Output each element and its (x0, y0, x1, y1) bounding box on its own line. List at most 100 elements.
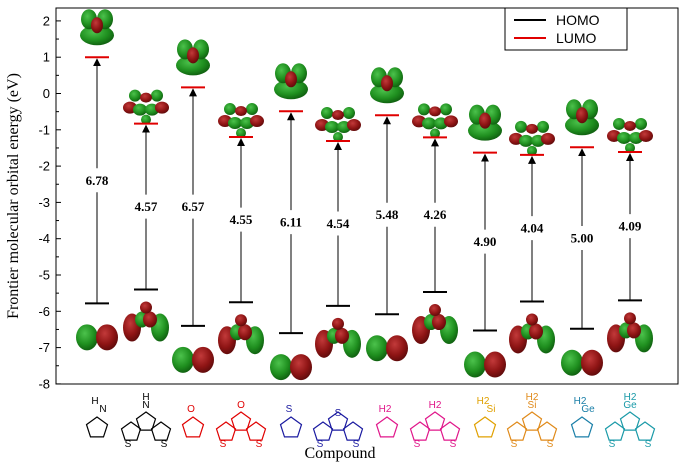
orbital-lobe (464, 351, 486, 378)
orbital-lobe (519, 134, 533, 147)
gap-label: 4.09 (619, 219, 642, 234)
legend-box (504, 7, 628, 51)
gap-label: 4.90 (474, 234, 497, 249)
y-tick-label: -2 (38, 159, 50, 174)
orbital-lobe (332, 110, 344, 121)
atom-label: N (142, 400, 149, 411)
orbital-lobe (526, 313, 538, 326)
gap-label: 4.57 (135, 199, 158, 214)
orbital-lobe (541, 132, 555, 145)
ring (120, 421, 142, 441)
orbital-lobe (151, 89, 163, 102)
orbital-lobe (325, 121, 339, 134)
ring (150, 421, 172, 441)
ring (619, 411, 641, 431)
gap-label: 6.78 (86, 173, 109, 188)
orbital-lobe (527, 145, 537, 156)
ring (506, 421, 528, 441)
orbital-lobe (176, 55, 210, 76)
atom-label: N (99, 404, 106, 415)
ring (536, 421, 558, 441)
orbital-lobe (386, 335, 408, 362)
orbital-lobe (381, 75, 393, 92)
orbital-lobe (581, 349, 603, 376)
ring (230, 411, 252, 431)
orbital-lobe (155, 101, 169, 114)
ring (245, 421, 267, 441)
structure-5: S (279, 404, 303, 438)
legend: HOMO LUMO (504, 7, 628, 51)
orbital-lobe (140, 92, 152, 103)
ring (521, 411, 543, 431)
atom-label: O (237, 400, 245, 411)
ring (215, 421, 237, 441)
orbital-lobe (290, 354, 312, 381)
orbital-lobe (537, 120, 549, 133)
orbital-lobe (187, 47, 199, 64)
orbital-lobe (613, 117, 625, 130)
orbital-lobe (429, 106, 441, 117)
ring (327, 411, 349, 431)
ring (634, 421, 656, 441)
orbital-lobe (624, 120, 636, 131)
atom-label: Si (487, 404, 496, 415)
orbital-lobe (236, 128, 246, 139)
compound-8: 4.26 (412, 103, 458, 345)
ring (409, 421, 431, 441)
ring (439, 421, 461, 441)
orbital-lobe (129, 89, 141, 102)
y-axis: 210-1-2-3-4-5-6-7-8 (38, 13, 61, 391)
orbital-lobe (321, 107, 333, 120)
y-tick-label: 1 (43, 50, 50, 65)
atom-label: H2 (624, 392, 637, 403)
orbital-lobe (285, 71, 297, 88)
y-tick-label: -8 (38, 376, 50, 391)
orbital-lobe (143, 311, 157, 328)
compound-4: 4.55 (218, 103, 264, 355)
atom-label: S (511, 439, 518, 450)
atom-label: H2 (429, 400, 442, 411)
orbital-lobe (444, 115, 458, 128)
atom-label: S (547, 439, 554, 450)
orbital-lobe (80, 25, 114, 46)
orbital-lobe (274, 79, 308, 100)
orbital-lobe (576, 107, 588, 124)
orbital-lobe (333, 132, 343, 143)
orbital-lobe (96, 324, 118, 351)
orbital-lobe (250, 115, 264, 128)
orbital-lobe (228, 117, 242, 130)
orbital-lobe (76, 324, 98, 351)
orbital-lobe (246, 103, 258, 116)
orbital-lobe (140, 301, 152, 314)
ring (279, 416, 303, 438)
gap-label: 4.04 (521, 221, 544, 236)
orbital-lobe (432, 314, 446, 331)
orbital-lobe (366, 335, 388, 362)
orbital-lobe (565, 115, 599, 136)
atom-label: S (220, 439, 227, 450)
gap-label: 4.55 (230, 212, 253, 227)
orbital-lobe (468, 120, 502, 141)
compound-10: 4.04 (509, 120, 555, 354)
atom-label: S (317, 439, 324, 450)
orbital-lobe (91, 17, 103, 34)
y-tick-label: -5 (38, 268, 50, 283)
orbital-lobe (270, 354, 292, 381)
y-tick-label: -1 (38, 122, 50, 137)
atom-label: S (125, 439, 132, 450)
atom-label: Ge (623, 400, 637, 411)
orbital-lobe (617, 131, 631, 144)
compound-12: 4.09 (607, 117, 653, 353)
compound-3: 6.57 (172, 39, 214, 373)
orbital-lobe (635, 117, 647, 130)
atom-label: H2 (574, 396, 587, 407)
gap-label: 5.00 (571, 230, 594, 245)
